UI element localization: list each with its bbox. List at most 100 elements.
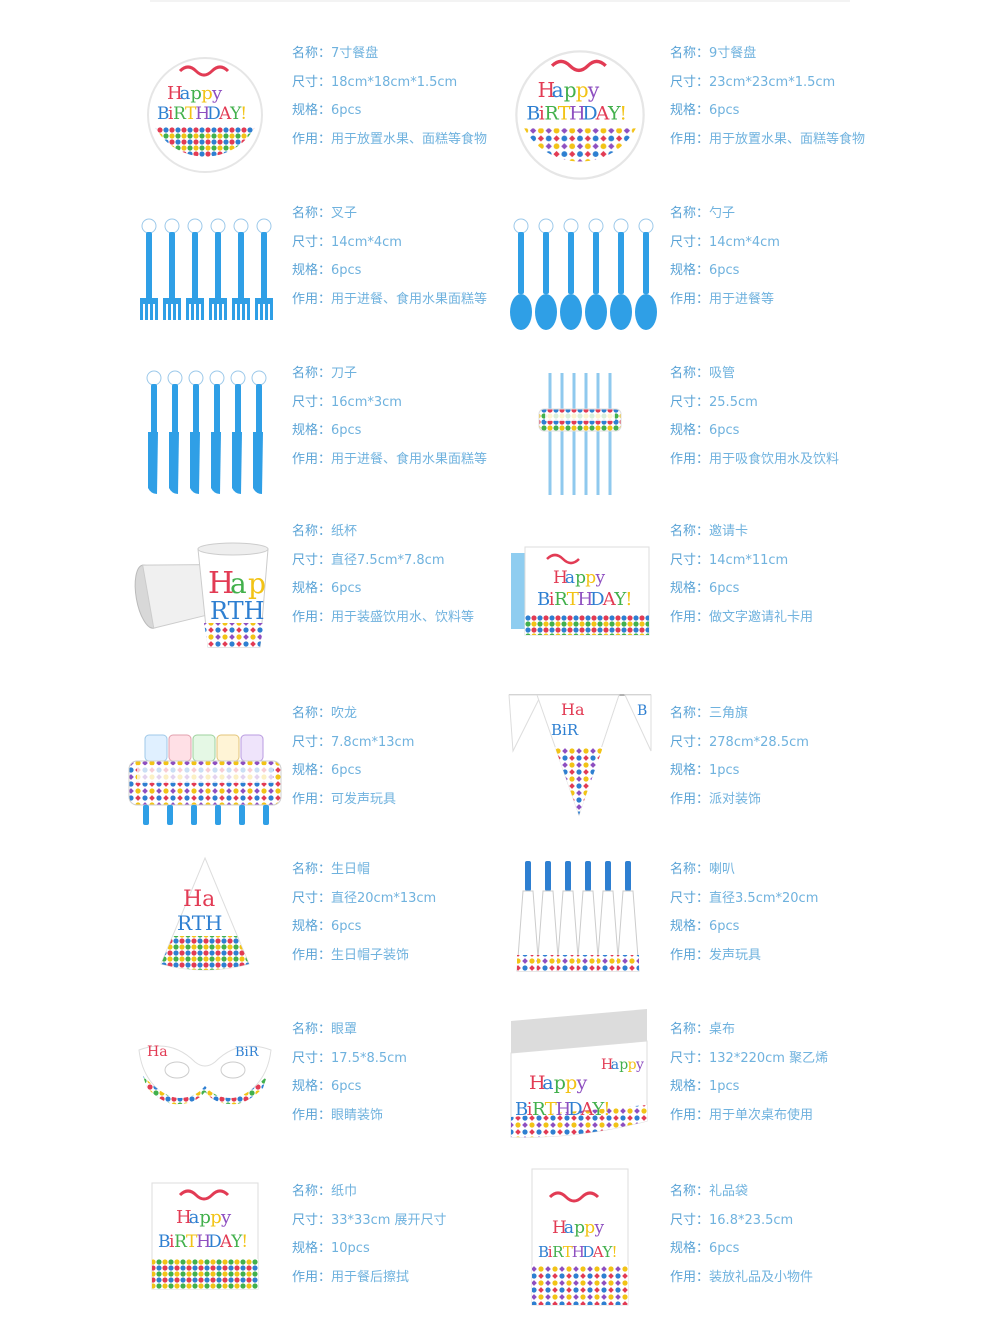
napkin-icon (120, 1178, 290, 1294)
spec-label: 规格： (670, 919, 710, 934)
size-label: 尺寸： (292, 734, 332, 750)
product-eye-mask: Ha BiR 名称：眼罩 尺寸：17.5*8.5cm 规格：6pcs 作用：眼睛… (0, 1016, 500, 1166)
product-use: 用于进餐等 (709, 291, 775, 307)
product-birthday-hat: Ha RTH 名称：生日帽 尺寸：直径20cm*13cm 规格：6pcs 作用：… (0, 856, 500, 1006)
straw-icon (500, 360, 660, 510)
spec-label: 规格： (670, 1079, 710, 1094)
svg-text:Ha: Ha (183, 887, 215, 912)
product-spec: 6pcs (331, 263, 362, 278)
name-label: 名称： (292, 862, 332, 877)
product-spec: 6pcs (709, 581, 740, 596)
use-label: 作用： (670, 291, 710, 307)
name-label: 名称： (670, 46, 710, 61)
name-label: 名称： (292, 1022, 332, 1037)
product-use: 发声玩具 (709, 947, 762, 963)
product-name: 吹龙 (331, 706, 358, 721)
product-gift-bag: 名称：礼品袋 尺寸：16.8*23.5cm 规格：6pcs 作用：装放礼品及小物… (500, 1168, 1000, 1328)
name-label: 名称： (670, 706, 710, 721)
spec-label: 规格： (292, 919, 332, 934)
use-label: 作用： (292, 451, 332, 467)
name-label: 名称： (670, 206, 710, 221)
product-use: 派对装饰 (709, 791, 762, 807)
spec-label: 规格： (292, 1241, 332, 1256)
name-label: 名称： (670, 524, 710, 539)
product-size: 7.8cm*13cm (331, 734, 415, 750)
horn-icon (500, 852, 660, 982)
product-fork: 名称：叉子 尺寸：14cm*4cm 规格：6pcs 作用：用于进餐、食用水果面糕… (0, 200, 500, 350)
size-label: 尺寸： (292, 74, 332, 90)
size-label: 尺寸： (670, 734, 710, 750)
product-straw: 名称：吸管 尺寸：25.5cm 规格：6pcs 作用：用于吸食饮用水及饮料 (500, 360, 1000, 510)
svg-text:p: p (248, 567, 266, 600)
product-spec: 6pcs (709, 1241, 740, 1256)
spec-label: 规格： (292, 263, 332, 278)
product-use: 生日帽子装饰 (331, 947, 410, 963)
use-label: 作用： (292, 947, 332, 963)
use-label: 作用： (670, 1269, 710, 1285)
use-label: 作用： (292, 609, 332, 625)
name-label: 名称： (670, 366, 710, 381)
spec-label: 规格： (670, 263, 710, 278)
blowout-icon (120, 706, 290, 856)
product-spec: 6pcs (709, 919, 740, 934)
hat-icon: Ha RTH (120, 850, 290, 980)
spec-label: 规格： (670, 763, 710, 778)
name-label: 名称： (292, 206, 332, 221)
size-label: 尺寸： (670, 552, 710, 568)
svg-text:B: B (637, 703, 647, 719)
product-knife: 名称：刀子 尺寸：16cm*3cm 规格：6pcs 作用：用于进餐、食用水果面糕… (0, 360, 500, 510)
use-label: 作用： (670, 131, 710, 147)
product-use: 用于进餐、食用水果面糕等 (331, 291, 488, 307)
use-label: 作用： (670, 609, 710, 625)
name-label: 名称： (670, 862, 710, 877)
product-use: 可发声玩具 (331, 791, 397, 807)
product-use: 用于单次桌布使用 (709, 1107, 814, 1123)
bag-icon (500, 1162, 660, 1312)
size-label: 尺寸： (670, 1050, 710, 1066)
product-horn: 名称：喇叭 尺寸：直径3.5cm*20cm 规格：6pcs 作用：发声玩具 (500, 856, 1000, 1006)
size-label: 尺寸： (292, 1212, 332, 1228)
size-label: 尺寸： (670, 394, 710, 410)
product-tablecloth: 名称：桌布 尺寸：132*220cm 聚乙烯 规格：1pcs 作用：用于单次桌布… (500, 1009, 1000, 1166)
product-use: 做文字邀请礼卡用 (709, 609, 814, 625)
product-spec: 6pcs (331, 1079, 362, 1094)
size-label: 尺寸： (670, 890, 710, 906)
plate-icon (500, 40, 660, 190)
product-spoon: 名称：勺子 尺寸：14cm*4cm 规格：6pcs 作用：用于进餐等 (500, 200, 1000, 350)
product-size: 278cm*28.5cm (709, 734, 809, 750)
product-use: 用于吸食饮用水及饮料 (709, 451, 840, 467)
spec-label: 规格： (292, 103, 332, 118)
svg-text:Ha: Ha (561, 700, 585, 719)
product-use: 眼睛装饰 (331, 1107, 384, 1123)
top-divider (150, 0, 850, 2)
product-size: 16.8*23.5cm (709, 1212, 794, 1228)
svg-text:BiR: BiR (551, 721, 579, 739)
size-label: 尺寸： (292, 1050, 332, 1066)
product-size: 33*33cm 展开尺寸 (331, 1212, 447, 1228)
svg-text:RTH: RTH (177, 911, 223, 935)
tablecloth-icon (500, 1000, 660, 1150)
spec-label: 规格： (670, 423, 710, 438)
svg-text:BiR: BiR (235, 1045, 260, 1060)
product-name: 吸管 (709, 366, 736, 381)
card-icon (500, 518, 660, 668)
product-size: 25.5cm (709, 394, 758, 410)
size-label: 尺寸： (292, 552, 332, 568)
product-size: 14cm*4cm (709, 234, 780, 250)
name-label: 名称： (292, 46, 332, 61)
size-label: 尺寸： (292, 394, 332, 410)
size-label: 尺寸： (670, 74, 710, 90)
use-label: 作用： (670, 1107, 710, 1123)
product-use: 装放礼品及小物件 (709, 1269, 814, 1285)
use-label: 作用： (292, 1269, 332, 1285)
product-spec: 6pcs (709, 423, 740, 438)
product-use: 用于装盛饮用水、饮料等 (331, 609, 475, 625)
use-label: 作用： (292, 131, 332, 147)
product-name: 勺子 (709, 206, 736, 221)
product-size: 14cm*4cm (331, 234, 402, 250)
product-name: 刀子 (331, 366, 358, 381)
product-size: 直径7.5cm*7.8cm (331, 552, 445, 568)
product-size: 直径3.5cm*20cm (709, 890, 819, 906)
product-name: 三角旗 (709, 706, 749, 721)
product-name: 9寸餐盘 (709, 46, 757, 61)
